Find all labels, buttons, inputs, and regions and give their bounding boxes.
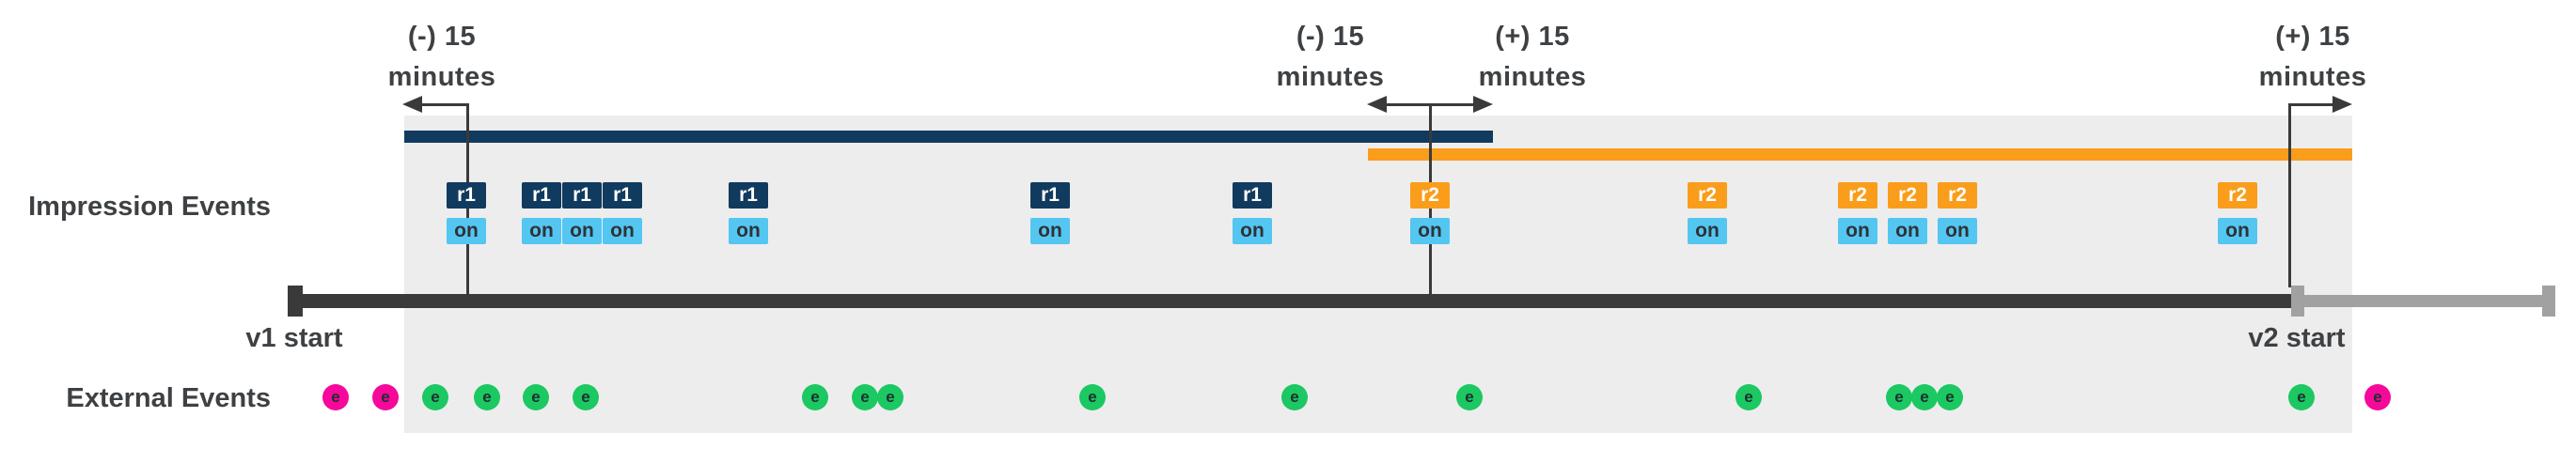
on-badge: on [603,218,642,244]
window-label-line2: minutes [1276,62,1385,92]
arrow-left-icon [1367,96,1387,113]
end-window-marker-line [2288,103,2291,287]
external-event-included: e [474,384,500,410]
external-event-included: e [1079,384,1106,410]
window-label-minus15-v1: (-) 15 minutes [338,17,545,98]
on-badge: on [1838,218,1877,244]
window-label-line2: minutes [387,62,496,92]
on-badge: on [1410,218,1450,244]
external-event-included: e [573,384,599,410]
external-event-included: e [802,384,828,410]
external-event-included: e [1281,384,1308,410]
window-label-plus15-end: (+) 15 minutes [2209,17,2416,98]
external-event-included: e [422,384,448,410]
r1-badge: r1 [562,182,602,209]
r2-badge: r2 [2218,182,2257,209]
timeline-v1-segment [289,294,2291,308]
r1-badge: r1 [729,182,768,209]
on-badge: on [729,218,768,244]
r1-active-period-bar [404,131,1493,143]
window-label-line1: (+) 15 [1495,22,1570,52]
external-event-included: e [877,384,903,410]
r2-badge: r2 [1838,182,1877,209]
impression-event-r1: r1 on [1233,182,1272,244]
on-badge: on [2218,218,2257,244]
external-event-included: e [523,384,549,410]
window-label-line2: minutes [2258,62,2367,92]
r1-badge: r1 [603,182,642,209]
on-badge: on [522,218,561,244]
external-event-excluded: e [322,384,349,410]
r1-badge: r1 [1233,182,1272,209]
external-event-included: e [1456,384,1483,410]
minus15-arrow-line-left [419,103,468,106]
external-event-included: e [1886,384,1912,410]
v1-start-cap [288,286,303,317]
impression-event-r2: r2 on [1688,182,1727,244]
external-event-included: e [852,384,878,410]
window-label-line1: (-) 15 [1296,22,1365,52]
external-event-included: e [2288,384,2315,410]
arrow-left-icon [402,96,422,113]
r1-badge: r1 [447,182,486,209]
r2-badge: r2 [1888,182,1927,209]
window-label-plus15-v2: (+) 15 minutes [1429,17,1636,98]
window-label-line1: (-) 15 [407,22,477,52]
v1-start-label: v1 start [245,323,343,353]
on-badge: on [562,218,602,244]
impression-event-r2: r2 on [1410,182,1450,244]
impression-event-r2: r2 on [1938,182,1977,244]
impression-event-r2: r2 on [1888,182,1927,244]
v2-start-cap [2291,286,2304,317]
external-event-included: e [1911,384,1938,410]
plusminus15-arrow-line-mid [1384,103,1478,106]
r2-badge: r2 [1410,182,1450,209]
r1-badge: r1 [522,182,561,209]
external-event-excluded: e [372,384,399,410]
impression-event-r1: r1 on [522,182,561,244]
on-badge: on [1030,218,1070,244]
external-events-row-label: External Events [66,383,271,413]
external-event-included: e [1937,384,1963,410]
impression-event-r1: r1 on [603,182,642,244]
external-event-excluded: e [2364,384,2391,410]
on-badge: on [1233,218,1272,244]
arrow-right-icon [1473,96,1493,113]
on-badge: on [447,218,486,244]
timeline-end-cap [2542,286,2555,317]
impression-events-row-label: Impression Events [28,192,271,222]
impression-event-r1: r1 on [729,182,768,244]
r2-active-period-bar [1368,148,2352,161]
window-label-line1: (+) 15 [2275,22,2350,52]
on-badge: on [1688,218,1727,244]
plus15-arrow-line-right [2290,103,2337,106]
arrow-right-icon [2333,96,2352,113]
on-badge: on [1938,218,1977,244]
timeline-v2-segment [2291,295,2549,307]
window-label-line2: minutes [1478,62,1587,92]
on-badge: on [1888,218,1927,244]
impression-event-r2: r2 on [1838,182,1877,244]
impression-event-r1: r1 on [1030,182,1070,244]
analysis-window-shade [404,116,2352,433]
window-label-minus15-v2: (-) 15 minutes [1227,17,1434,98]
external-event-included: e [1736,384,1762,410]
r2-badge: r2 [1938,182,1977,209]
impression-event-r2: r2 on [2218,182,2257,244]
r1-badge: r1 [1030,182,1070,209]
r2-badge: r2 [1688,182,1727,209]
impression-event-r1: r1 on [447,182,486,244]
v2-start-label: v2 start [2248,323,2346,353]
impression-event-r1: r1 on [562,182,602,244]
